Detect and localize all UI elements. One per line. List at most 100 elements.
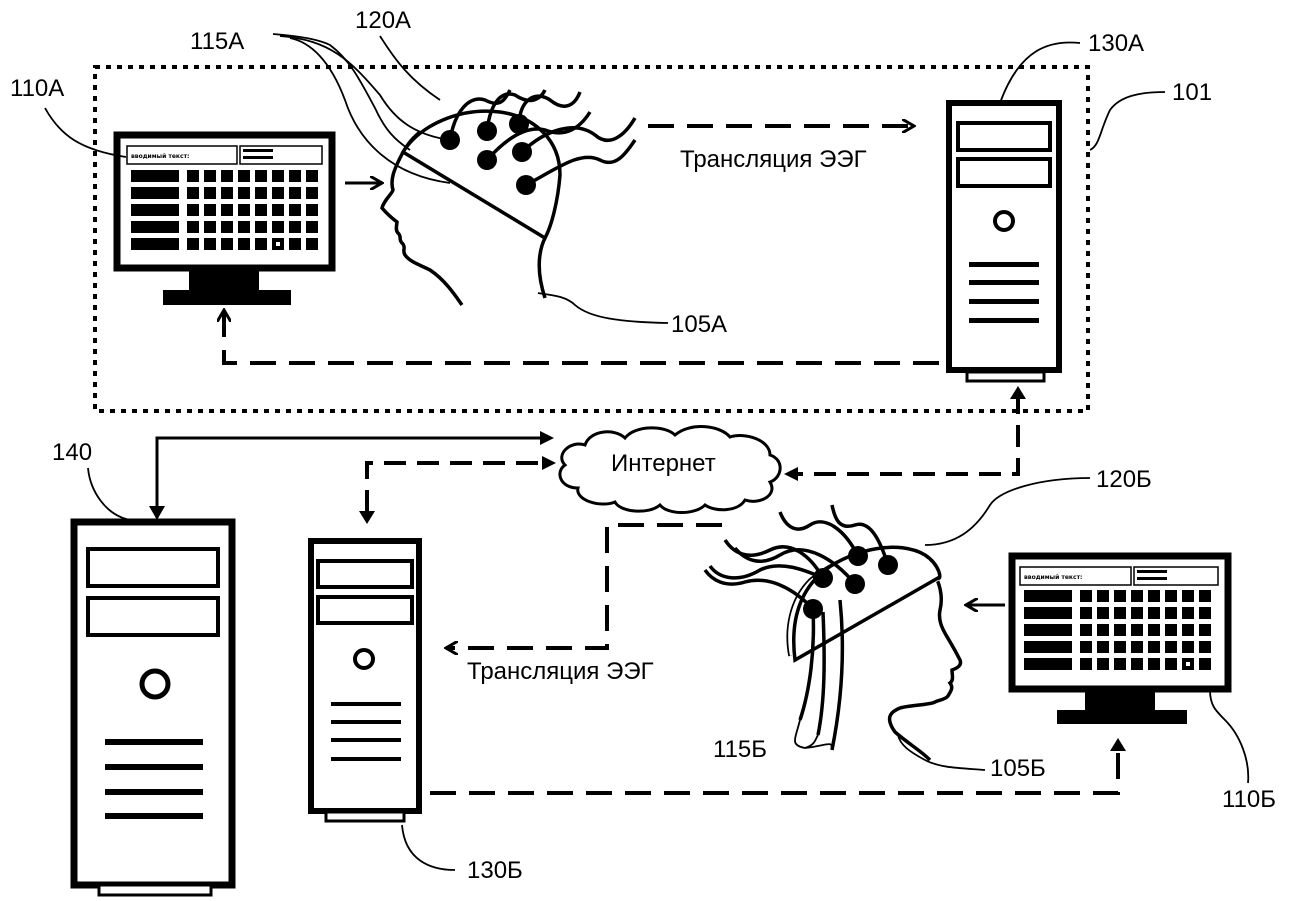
key-cell <box>1080 590 1092 602</box>
internet-cloud: Интернет <box>558 425 782 514</box>
ref-110a: 110А <box>10 75 64 102</box>
eeg-stream-arrow-bottom <box>448 523 722 648</box>
leader-lines <box>44 33 1250 871</box>
ref-130a: 130А <box>1088 30 1144 57</box>
feedback-arrow-a <box>224 312 939 365</box>
eeg-stream-label-bottom: Трансляция ЭЭГ <box>467 658 654 685</box>
key-cell <box>1199 658 1211 670</box>
key-cell <box>1165 590 1177 602</box>
key-cell <box>1182 607 1194 619</box>
key-cell <box>1097 658 1109 670</box>
key-cell <box>204 238 216 250</box>
key-cell <box>238 170 250 182</box>
key-cell <box>1097 590 1109 602</box>
monitor-110a-key-grid <box>187 170 318 250</box>
key-cell <box>255 238 267 250</box>
key-cell <box>1131 641 1143 653</box>
key-cell <box>1165 658 1177 670</box>
head-105b <box>703 504 963 762</box>
key-cell <box>1114 607 1126 619</box>
key-cell <box>1097 624 1109 636</box>
key-cell <box>1148 641 1160 653</box>
key-cell <box>221 187 233 199</box>
key-cell <box>1114 624 1126 636</box>
key-cell <box>1182 641 1194 653</box>
key-cell <box>238 204 250 216</box>
key-cell <box>1165 607 1177 619</box>
key-cell <box>1148 607 1160 619</box>
key-cell <box>187 238 199 250</box>
key-cell <box>238 187 250 199</box>
link-140-internet <box>155 436 550 518</box>
feedback-arrow-b <box>430 748 1120 795</box>
key-cell <box>1131 590 1143 602</box>
key-cell <box>238 221 250 233</box>
key-cell <box>255 221 267 233</box>
link-130a-internet <box>790 392 1020 476</box>
monitor-110a-side-buttons <box>131 170 179 250</box>
key-cell <box>187 204 199 216</box>
computer-130b <box>308 538 422 823</box>
key-cell <box>306 204 318 216</box>
key-cell <box>1165 641 1177 653</box>
key-cell <box>272 221 284 233</box>
key-cell <box>1148 624 1160 636</box>
monitor-110b-key-grid <box>1080 590 1211 670</box>
ref-120b: 120Б <box>1096 466 1152 493</box>
key-cell <box>1114 641 1126 653</box>
ref-110b: 110Б <box>1222 786 1276 813</box>
key-cell <box>272 204 284 216</box>
internet-label: Интернет <box>611 450 716 477</box>
key-cell <box>1182 624 1194 636</box>
monitor-110a: вводимый текст: <box>113 131 336 305</box>
key-cell <box>1165 624 1177 636</box>
key-cell <box>1199 624 1211 636</box>
key-cell <box>289 221 301 233</box>
eeg-stream-label-top: Трансляция ЭЭГ <box>680 146 867 173</box>
key-cell <box>289 170 301 182</box>
key-cell <box>1199 590 1211 602</box>
key-cell <box>204 221 216 233</box>
eeg-wires-115b <box>703 504 890 751</box>
key-cell <box>1199 607 1211 619</box>
key-cell <box>272 170 284 182</box>
key-cell <box>255 204 267 216</box>
key-cell <box>221 204 233 216</box>
key-cell <box>1080 641 1092 653</box>
system-boundary-101 <box>93 65 1090 413</box>
key-cell <box>1182 590 1194 602</box>
key-cell <box>1080 624 1092 636</box>
monitor-110a-input-title: вводимый текст: <box>131 153 189 160</box>
link-130b-internet <box>365 461 549 512</box>
ref-105b: 105Б <box>990 755 1046 782</box>
key-cell <box>289 204 301 216</box>
key-cell <box>1080 658 1092 670</box>
key-cell <box>1131 624 1143 636</box>
ref-130b: 130Б <box>467 857 523 884</box>
key-cell <box>1131 607 1143 619</box>
key-cell-marker <box>1186 662 1190 666</box>
key-cell <box>1080 607 1092 619</box>
key-cell <box>204 187 216 199</box>
key-cell <box>306 170 318 182</box>
key-cell <box>272 187 284 199</box>
ref-120a: 120А <box>355 7 411 34</box>
key-cell <box>1148 658 1160 670</box>
monitor-110b-input-title: вводимый текст: <box>1024 574 1082 581</box>
key-cell-marker <box>276 242 280 246</box>
key-cell <box>306 187 318 199</box>
key-cell <box>306 238 318 250</box>
key-cell <box>1199 641 1211 653</box>
ref-115a: 115А <box>190 28 244 55</box>
key-cell <box>255 187 267 199</box>
ref-101: 101 <box>1172 79 1212 106</box>
key-cell <box>1114 658 1126 670</box>
key-cell <box>1131 658 1143 670</box>
key-cell <box>289 187 301 199</box>
key-cell <box>204 170 216 182</box>
head-105a <box>380 89 637 307</box>
computer-140 <box>70 518 236 897</box>
key-cell <box>187 187 199 199</box>
key-cell <box>306 221 318 233</box>
